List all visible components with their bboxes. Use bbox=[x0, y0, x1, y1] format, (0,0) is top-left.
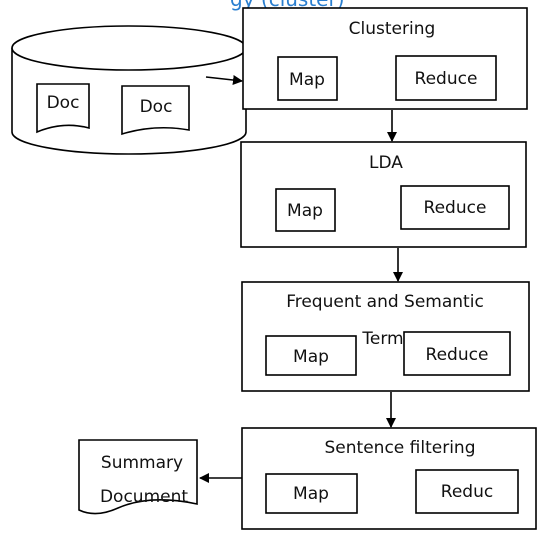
stage-frequent-map-label: Map bbox=[293, 347, 329, 367]
stage-frequent-title-line1: Frequent and Semantic bbox=[286, 292, 484, 312]
stage-lda-title: LDA bbox=[369, 153, 403, 173]
stage-frequent-semantic-term: Frequent and Semantic Term Map Reduce bbox=[241, 281, 530, 392]
summary-document-line1: Summary bbox=[101, 453, 183, 473]
database-doc-1-label: Doc bbox=[47, 93, 80, 113]
summary-document-line2: Document bbox=[100, 487, 188, 507]
stage-frequent-map-box bbox=[265, 335, 357, 376]
stage-sentence-filtering-reduce-label: Reduc bbox=[441, 482, 493, 502]
stage-lda-reduce-box bbox=[400, 185, 510, 230]
arrow-database-to-clustering bbox=[205, 75, 243, 85]
stage-clustering-reduce-label: Reduce bbox=[415, 69, 478, 89]
stage-sentence-filtering: Sentence filtering Map Reduc bbox=[241, 427, 537, 530]
summary-document: Summary Document bbox=[78, 439, 198, 515]
stage-lda-reduce-label: Reduce bbox=[424, 198, 487, 218]
stage-clustering-map-box bbox=[277, 56, 338, 101]
database-doc-1: Doc bbox=[36, 83, 90, 134]
stage-frequent-reduce-label: Reduce bbox=[426, 345, 489, 365]
stage-sentence-filtering-reduce-box bbox=[415, 469, 519, 514]
stage-sentence-filtering-map-label: Map bbox=[293, 484, 329, 504]
stage-frequent-title-line2: Term bbox=[361, 329, 403, 349]
database-doc-2-label: Doc bbox=[140, 97, 173, 117]
stage-lda-map-box bbox=[275, 188, 336, 232]
document-database: Doc Doc bbox=[11, 25, 247, 155]
stage-clustering: Clustering Map Reduce bbox=[242, 7, 528, 110]
stage-sentence-filtering-title: Sentence filtering bbox=[325, 438, 476, 458]
stage-lda-map-label: Map bbox=[287, 201, 323, 221]
stage-lda: LDA Map Reduce bbox=[240, 141, 527, 248]
database-doc-2: Doc bbox=[121, 85, 190, 136]
stage-clustering-title: Clustering bbox=[349, 19, 436, 39]
stage-clustering-map-label: Map bbox=[289, 70, 325, 90]
stage-frequent-reduce-box bbox=[403, 331, 511, 376]
stage-clustering-reduce-box bbox=[395, 55, 497, 101]
top-fragment-text: gy (cluster) bbox=[230, 0, 345, 11]
stage-sentence-filtering-map-box bbox=[265, 473, 358, 514]
